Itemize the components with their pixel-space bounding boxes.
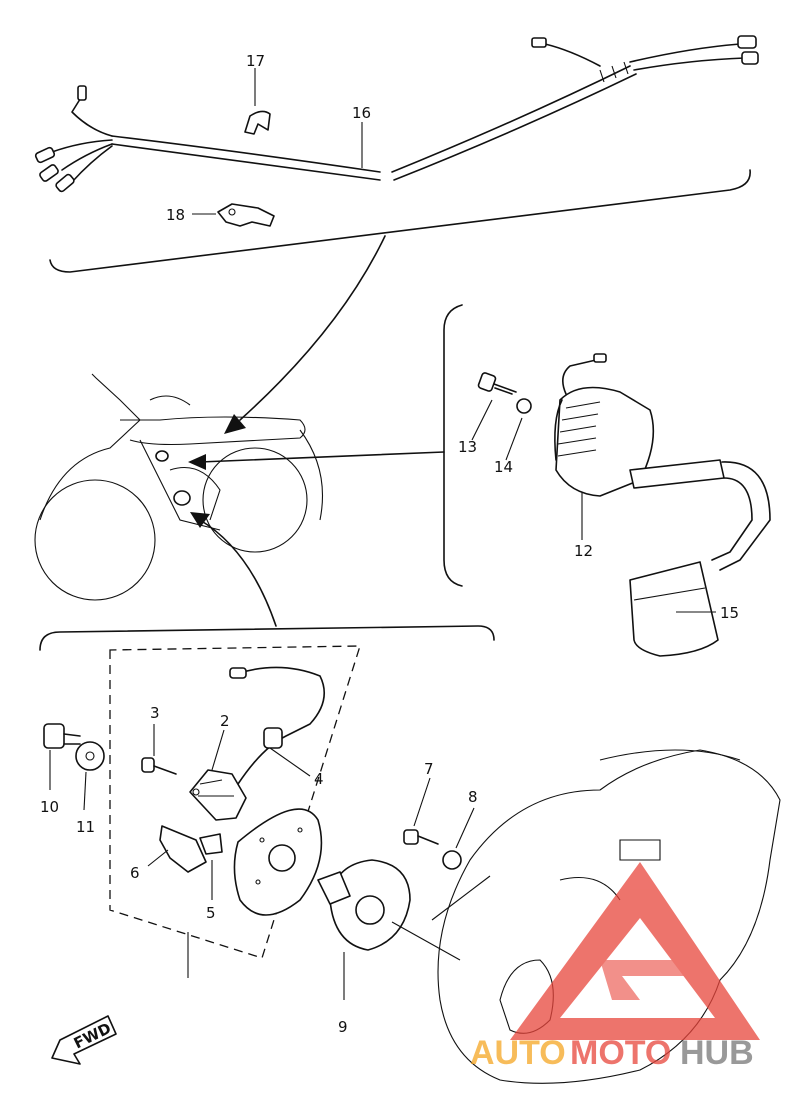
mount-washer-hole xyxy=(85,751,95,761)
flywheel-rotor xyxy=(317,859,411,951)
fwd-indicator xyxy=(51,1015,117,1065)
logo-text-hub: HUB xyxy=(680,1034,754,1072)
logo-text-auto: AUTO xyxy=(470,1034,566,1072)
cable-clip-17 xyxy=(244,68,271,135)
mount-washer xyxy=(75,741,105,771)
logo-text-moto: MOTO xyxy=(570,1034,671,1072)
flywheel-assembly-guide xyxy=(391,875,491,961)
callout-4: 4 xyxy=(314,770,324,788)
logo-triangle-inner xyxy=(600,960,690,1000)
callout-11: 11 xyxy=(76,818,95,836)
leader-8 xyxy=(455,807,475,849)
arrows xyxy=(188,235,445,627)
automotohub-logo: AUTO MOTO HUB xyxy=(470,862,760,1072)
spark-plug-cap xyxy=(629,561,719,657)
pulser-wire xyxy=(229,666,326,785)
callout-10: 10 xyxy=(40,798,59,816)
cable-clamp-18 xyxy=(192,203,275,227)
callout-3: 3 xyxy=(150,704,160,722)
coil-washer xyxy=(516,398,532,414)
flywheel-washer xyxy=(442,850,462,870)
leader-2 xyxy=(211,729,225,771)
callout-9: 9 xyxy=(338,1018,348,1036)
top-section-bracket xyxy=(49,169,751,273)
motorcycle-outline xyxy=(34,373,323,601)
flywheel-bolt xyxy=(403,829,439,845)
callout-5: 5 xyxy=(206,904,216,922)
mount-bolt xyxy=(43,723,81,749)
stator-plate xyxy=(233,808,323,916)
leader-13 xyxy=(471,399,493,441)
callout-18: 18 xyxy=(166,206,185,224)
callout-17: 17 xyxy=(246,52,265,70)
lead-guide xyxy=(159,825,223,873)
ignition-coil xyxy=(554,353,771,571)
pulser-assy-outline xyxy=(109,645,361,959)
leader-11 xyxy=(83,771,87,811)
coil-bolt xyxy=(477,372,517,395)
logo-triangle-outer xyxy=(510,862,760,1040)
leader-4 xyxy=(269,747,311,777)
callout-7: 7 xyxy=(424,760,434,778)
leader-14 xyxy=(505,417,523,461)
callout-14: 14 xyxy=(494,458,513,476)
callout-16: 16 xyxy=(352,104,371,122)
callout-8: 8 xyxy=(468,788,478,806)
callout-13: 13 xyxy=(458,438,477,456)
right-section-bracket xyxy=(443,304,463,587)
callout-2: 2 xyxy=(220,712,230,730)
pulser-screw xyxy=(141,757,177,775)
pulser-coil xyxy=(189,769,247,821)
wire-harness xyxy=(34,35,759,193)
callout-12: 12 xyxy=(574,542,593,560)
leader-7 xyxy=(413,777,431,827)
callout-15: 15 xyxy=(720,604,739,622)
leader-6 xyxy=(147,849,169,867)
callout-6: 6 xyxy=(130,864,140,882)
bottom-section-bracket xyxy=(39,625,495,651)
